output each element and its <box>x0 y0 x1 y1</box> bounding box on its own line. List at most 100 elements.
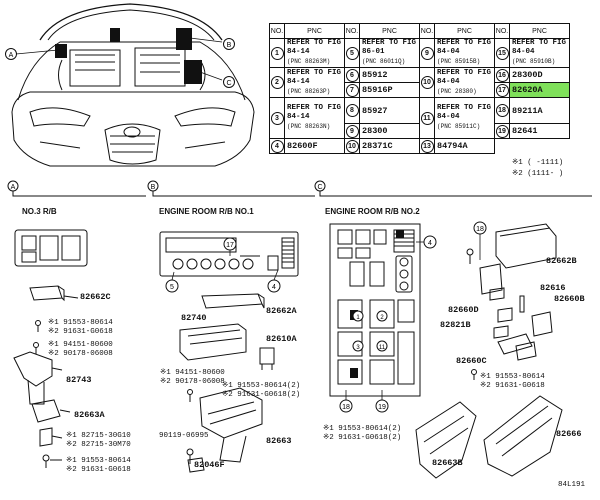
part-82740[interactable]: 82740 <box>181 313 207 323</box>
part-82663B[interactable]: 82663B <box>432 458 463 468</box>
svg-text:A: A <box>11 184 16 191</box>
pnc-value[interactable]: 89211A <box>512 105 543 116</box>
part-82666[interactable]: 82666 <box>556 429 582 439</box>
pnc-part-cell[interactable]: 82600F <box>284 138 345 154</box>
part-90119-06995[interactable]: 90119-06995 <box>159 432 209 440</box>
pnc-no-cell: 6 <box>344 67 360 83</box>
part-82046F[interactable]: 82046F <box>194 460 225 470</box>
part-label[interactable]: ※2 82715-30M70 <box>66 441 131 449</box>
part-label[interactable]: ※1 94151-80600 <box>48 341 113 349</box>
pnc-value[interactable]: REFER TO FIG 84-14 <box>287 104 342 121</box>
part-82660B[interactable]: 82660B <box>554 294 585 304</box>
callout-b: B <box>223 38 235 50</box>
pnc-part-cell[interactable]: 28300 <box>359 123 420 139</box>
pnc-number: 5 <box>345 46 359 60</box>
pnc-sub-reference: (PNC 88263M) <box>287 58 331 65</box>
pnc-sub-reference: (PNC 85915B) <box>437 58 481 65</box>
pnc-reference-cell[interactable]: REFER TO FIG 84-04(PNC 28380) <box>434 67 495 98</box>
part-label[interactable]: ※1 91553-80614(2) <box>323 425 402 433</box>
pnc-reference-cell[interactable]: REFER TO FIG 84-14(PNC 88263N) <box>284 97 345 139</box>
pnc-value[interactable]: 28300 <box>362 126 388 136</box>
part-82662C[interactable]: 82662C <box>80 292 111 302</box>
part-82821B[interactable]: 82821B <box>440 320 471 330</box>
pnc-no-cell: 13 <box>419 138 435 154</box>
pnc-number: 13 <box>420 139 434 153</box>
svg-text:B: B <box>227 42 232 49</box>
pnc-value[interactable]: REFER TO FIG 86-01 <box>362 39 417 56</box>
pnc-part-cell[interactable]: 85927 <box>359 97 420 124</box>
pnc-value[interactable]: REFER TO FIG 84-04 <box>512 39 567 56</box>
pnc-part-cell[interactable]: 85916P <box>359 82 420 98</box>
pnc-reference-cell[interactable]: REFER TO FIG 84-04 (PNC 85910B) <box>509 38 570 68</box>
circle-18: 18 <box>476 226 484 233</box>
part-label[interactable]: ※1 91553-80614 <box>480 373 545 381</box>
pnc-value[interactable]: REFER TO FIG 84-14 <box>287 68 342 86</box>
pnc-no-cell: 3 <box>269 97 285 139</box>
pnc-no-cell: 16 <box>494 67 510 83</box>
pnc-reference-cell[interactable]: REFER TO FIG 86-01(PNC 86011Q) <box>359 38 420 68</box>
pnc-no-cell: 18 <box>494 97 510 124</box>
pnc-value[interactable]: REFER TO FIG 84-04 <box>437 104 492 121</box>
pnc-value[interactable]: 85916P <box>362 85 393 95</box>
part-label[interactable]: ※2 90178-06008 <box>48 350 113 358</box>
pnc-no-cell: 10 <box>419 67 435 98</box>
section-letter-b: B <box>147 180 159 192</box>
part-label[interactable]: ※2 91631-G0618(2) <box>222 391 301 399</box>
section-letter-a: A <box>7 180 19 192</box>
part-82663[interactable]: 82663 <box>266 436 292 446</box>
pnc-part-cell[interactable]: 82641 <box>509 123 570 139</box>
pnc-no-cell: 11 <box>419 97 435 139</box>
pnc-part-cell[interactable]: 85912 <box>359 67 420 83</box>
pnc-number: 8 <box>345 104 359 117</box>
part-label[interactable]: ※1 91553-80614 <box>48 319 113 327</box>
pnc-reference-cell[interactable]: REFER TO FIG 84-04 (PNC 85915B) <box>434 38 495 68</box>
pnc-number: 7 <box>345 83 359 97</box>
pnc-value[interactable]: REFER TO FIG 84-14 <box>287 39 342 56</box>
pnc-value[interactable]: 82641 <box>512 126 538 136</box>
circle-3: 3 <box>356 345 360 351</box>
pnc-reference-cell[interactable]: REFER TO FIG 84-14 (PNC 88263M) <box>284 38 345 68</box>
part-label[interactable]: ※1 94151-80600 <box>160 369 225 377</box>
part-label[interactable]: ※1 91553-80614(2) <box>222 382 301 390</box>
section-a-title: NO.3 R/B <box>22 207 57 216</box>
pnc-value[interactable]: 82620A <box>512 85 543 95</box>
pnc-value[interactable]: 85927 <box>362 105 388 116</box>
circle-1: 1 <box>356 315 360 321</box>
part-label[interactable]: ※2 91631-G0618 <box>48 328 113 336</box>
pnc-value[interactable]: 84794A <box>437 141 468 151</box>
part-82743[interactable]: 82743 <box>66 375 92 385</box>
part-label[interactable]: ※2 91631-G0618(2) <box>323 434 402 442</box>
part-label[interactable]: ※1 82715-30G10 <box>66 432 131 440</box>
part-82660C[interactable]: 82660C <box>456 356 487 366</box>
pnc-value[interactable]: 28371C <box>362 141 393 151</box>
pnc-part-cell[interactable]: 84794A <box>434 138 495 154</box>
part-label[interactable]: ※2 90178-06008 <box>160 378 225 386</box>
pnc-part-cell[interactable]: 28300D <box>509 67 570 83</box>
part-82662A[interactable]: 82662A <box>266 306 297 316</box>
pnc-part-cell[interactable]: 89211A <box>509 97 570 124</box>
circle-callouts <box>165 237 281 293</box>
part-82616[interactable]: 82616 <box>540 283 566 293</box>
pnc-sub-reference: (PNC 85910B) <box>512 58 556 65</box>
part-label[interactable]: ※2 91631-G0618 <box>480 382 545 390</box>
pnc-value[interactable]: 82600F <box>287 141 318 151</box>
pnc-value[interactable]: REFER TO FIG 84-04 <box>437 68 492 86</box>
pnc-part-cell[interactable]: 82620A <box>509 82 570 98</box>
svg-text:A: A <box>9 52 14 59</box>
pnc-no-cell: 9 <box>344 123 360 139</box>
part-label[interactable]: ※1 91553-80614 <box>66 457 131 465</box>
part-82610A[interactable]: 82610A <box>266 334 297 344</box>
part-82660D[interactable]: 82660D <box>448 305 479 315</box>
pnc-value[interactable]: REFER TO FIG 84-04 <box>437 39 492 56</box>
pnc-no-cell: 4 <box>269 138 285 154</box>
pnc-reference-cell[interactable]: REFER TO FIG 84-14(PNC 88263P) <box>284 67 345 98</box>
pnc-value[interactable]: 28300D <box>512 70 543 80</box>
part-label[interactable]: ※2 91631-G0618 <box>66 466 131 474</box>
pnc-part-cell[interactable]: 28371C <box>359 138 420 154</box>
pnc-value[interactable]: 85912 <box>362 70 388 80</box>
part-82662B[interactable]: 82662B <box>546 256 577 266</box>
pnc-reference-cell[interactable]: REFER TO FIG 84-04(PNC 85911C) <box>434 97 495 139</box>
part-82663A[interactable]: 82663A <box>74 410 105 420</box>
